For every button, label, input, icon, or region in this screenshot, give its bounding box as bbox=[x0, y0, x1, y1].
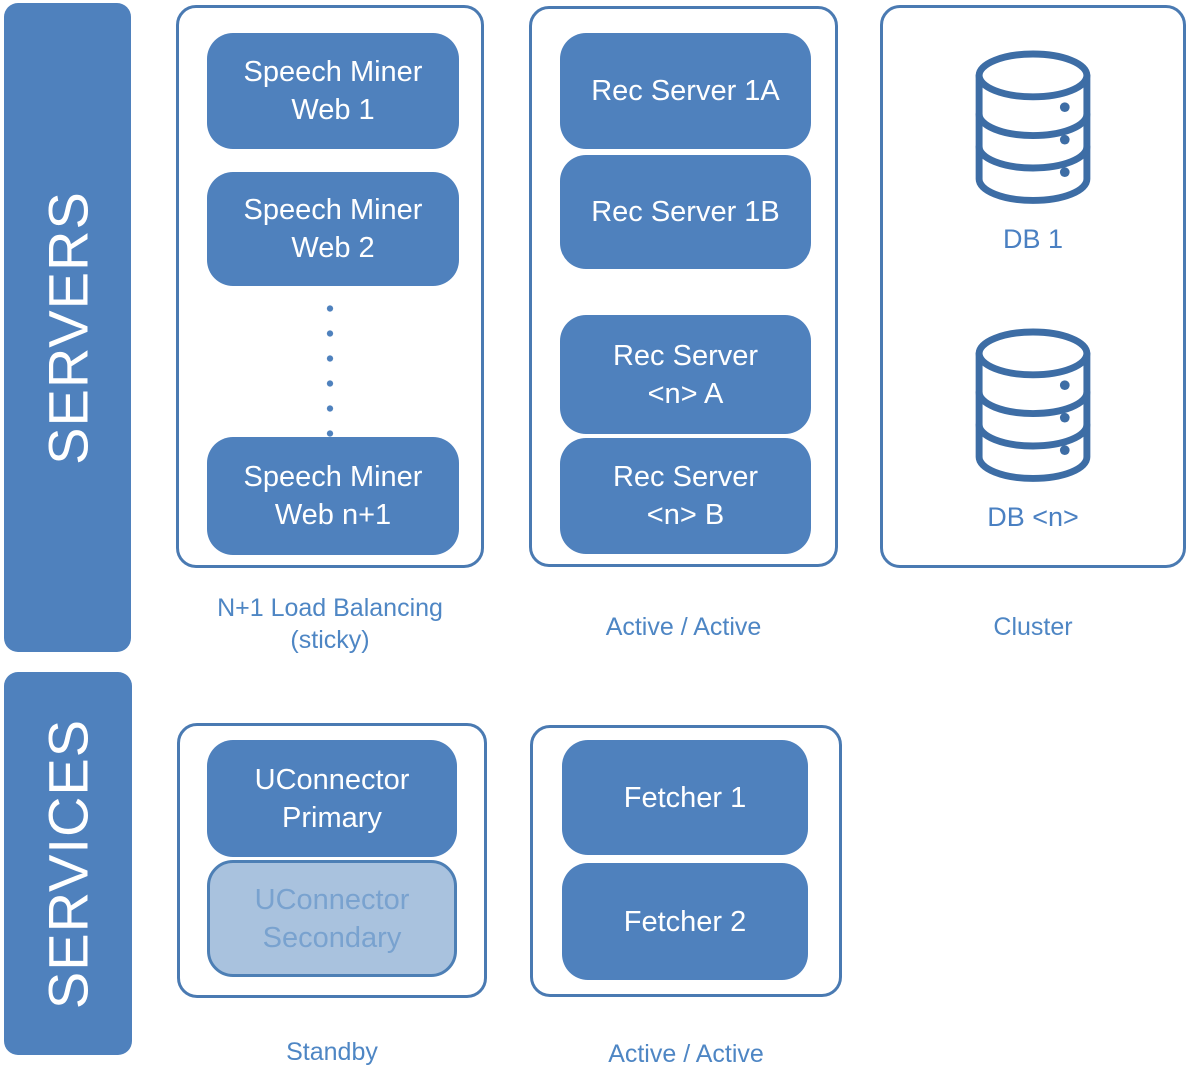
node-fetcher-1: Fetcher 1 bbox=[562, 740, 808, 855]
database-icon bbox=[975, 50, 1091, 204]
fetcher-group: Fetcher 1 Fetcher 2 bbox=[530, 725, 842, 997]
node-rec-server-1b-label: Rec Server 1B bbox=[591, 196, 780, 228]
node-fetcher-1-label: Fetcher 1 bbox=[623, 781, 747, 814]
services-band-label: SERVICES bbox=[36, 718, 100, 1009]
node-speech-miner-web-n1-label: Speech Miner Web n+1 bbox=[243, 461, 423, 531]
caption-fetcher-active-active: Active / Active bbox=[608, 1040, 764, 1068]
servers-band-label: SERVERS bbox=[36, 190, 99, 465]
node-fetcher-2-label: Fetcher 2 bbox=[623, 905, 747, 938]
node-speech-miner-web-1: Speech Miner Web 1 bbox=[207, 33, 459, 149]
node-rec-server-n-b-label: Rec Server <n> B bbox=[612, 461, 759, 531]
uconnector-group: UConnector Primary UConnector Secondary bbox=[177, 723, 487, 998]
node-uconnector-secondary-label: UConnector Secondary bbox=[254, 883, 410, 954]
db-n-label: DB <n> bbox=[987, 502, 1079, 532]
node-rec-server-n-b: Rec Server <n> B bbox=[560, 438, 811, 554]
rec-server-group: Rec Server 1A Rec Server 1B Rec Server <… bbox=[529, 6, 838, 567]
node-speech-miner-web-2: Speech Miner Web 2 bbox=[207, 172, 459, 286]
node-rec-server-n-a-label: Rec Server <n> A bbox=[612, 339, 759, 410]
node-fetcher-2: Fetcher 2 bbox=[562, 863, 808, 980]
db-1-label: DB 1 bbox=[1002, 224, 1064, 254]
caption-cluster: Cluster bbox=[993, 613, 1073, 641]
node-rec-server-1a-label: Rec Server 1A bbox=[591, 75, 780, 107]
node-uconnector-secondary: UConnector Secondary bbox=[207, 860, 457, 977]
database-icon bbox=[975, 328, 1091, 482]
services-band: SERVICES bbox=[4, 672, 132, 1055]
node-rec-server-1b: Rec Server 1B bbox=[560, 155, 811, 269]
node-speech-miner-web-n1: Speech Miner Web n+1 bbox=[207, 437, 459, 555]
node-rec-server-n-a: Rec Server <n> A bbox=[560, 315, 811, 434]
node-rec-server-1a: Rec Server 1A bbox=[560, 33, 811, 149]
ellipsis-dots-separator bbox=[325, 296, 335, 438]
node-speech-miner-web-1-label: Speech Miner Web 1 bbox=[243, 56, 423, 126]
speech-miner-web-group: Speech Miner Web 1 Speech Miner Web 2 Sp… bbox=[176, 5, 484, 568]
caption-load-balancing: N+1 Load Balancing (sticky) bbox=[217, 594, 443, 654]
node-uconnector-primary: UConnector Primary bbox=[207, 740, 457, 857]
caption-rec-active-active: Active / Active bbox=[605, 613, 762, 641]
node-uconnector-primary-label: UConnector Primary bbox=[254, 763, 410, 834]
node-speech-miner-web-2-label: Speech Miner Web 2 bbox=[243, 194, 423, 264]
database-cluster-group: DB 1 DB <n> bbox=[880, 5, 1186, 568]
servers-band: SERVERS bbox=[4, 3, 131, 652]
caption-standby: Standby bbox=[286, 1038, 378, 1066]
